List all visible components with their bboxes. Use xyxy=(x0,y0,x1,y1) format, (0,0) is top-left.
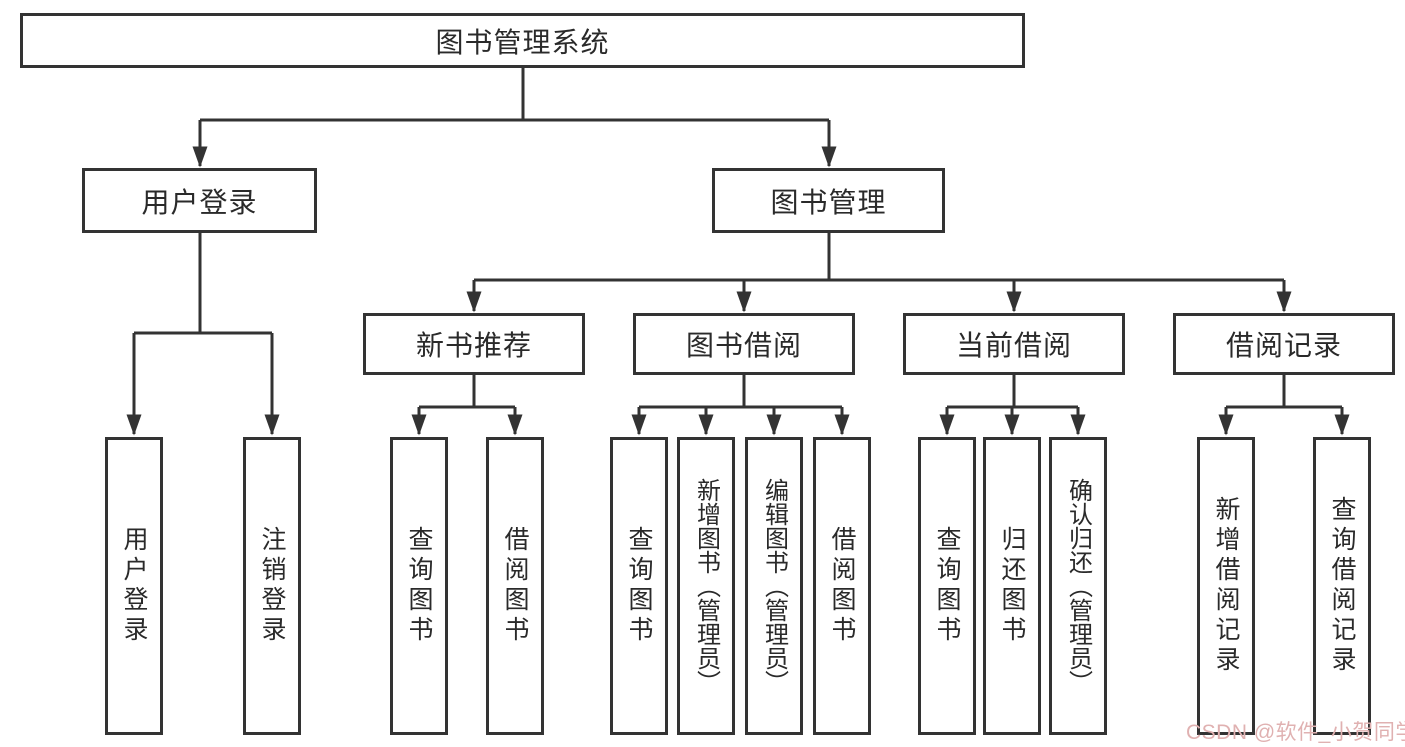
leaf-query-books: 查询图书 xyxy=(390,437,448,735)
leaf-query-books: 查询图书 xyxy=(610,437,668,735)
node-book-borrowing: 图书借阅 xyxy=(633,313,855,375)
node-new-book-recommend: 新书推荐 xyxy=(363,313,585,375)
leaf-user-login: 用户登录 xyxy=(105,437,163,735)
leaf-logout: 注销登录 xyxy=(243,437,301,735)
node-library-management-system: 图书管理系统 xyxy=(20,13,1025,68)
leaf-confirm-return-admin: 确认归还（管理员） xyxy=(1049,437,1107,735)
node-user-login: 用户登录 xyxy=(82,168,317,233)
leaf-return-books: 归还图书 xyxy=(983,437,1041,735)
leaf-query-borrow-record: 查询借阅记录 xyxy=(1313,437,1371,735)
leaf-borrow-books: 借阅图书 xyxy=(486,437,544,735)
leaf-edit-books-admin: 编辑图书（管理员） xyxy=(745,437,803,735)
leaf-add-books-admin: 新增图书（管理员） xyxy=(677,437,735,735)
csdn-watermark: CSDN @软件_小贺同学 xyxy=(1186,721,1405,744)
leaf-borrow-books: 借阅图书 xyxy=(813,437,871,735)
node-book-management: 图书管理 xyxy=(712,168,945,233)
node-borrowing-records: 借阅记录 xyxy=(1173,313,1395,375)
leaf-add-borrow-record: 新增借阅记录 xyxy=(1197,437,1255,735)
node-current-borrowing: 当前借阅 xyxy=(903,313,1125,375)
leaf-query-books: 查询图书 xyxy=(918,437,976,735)
